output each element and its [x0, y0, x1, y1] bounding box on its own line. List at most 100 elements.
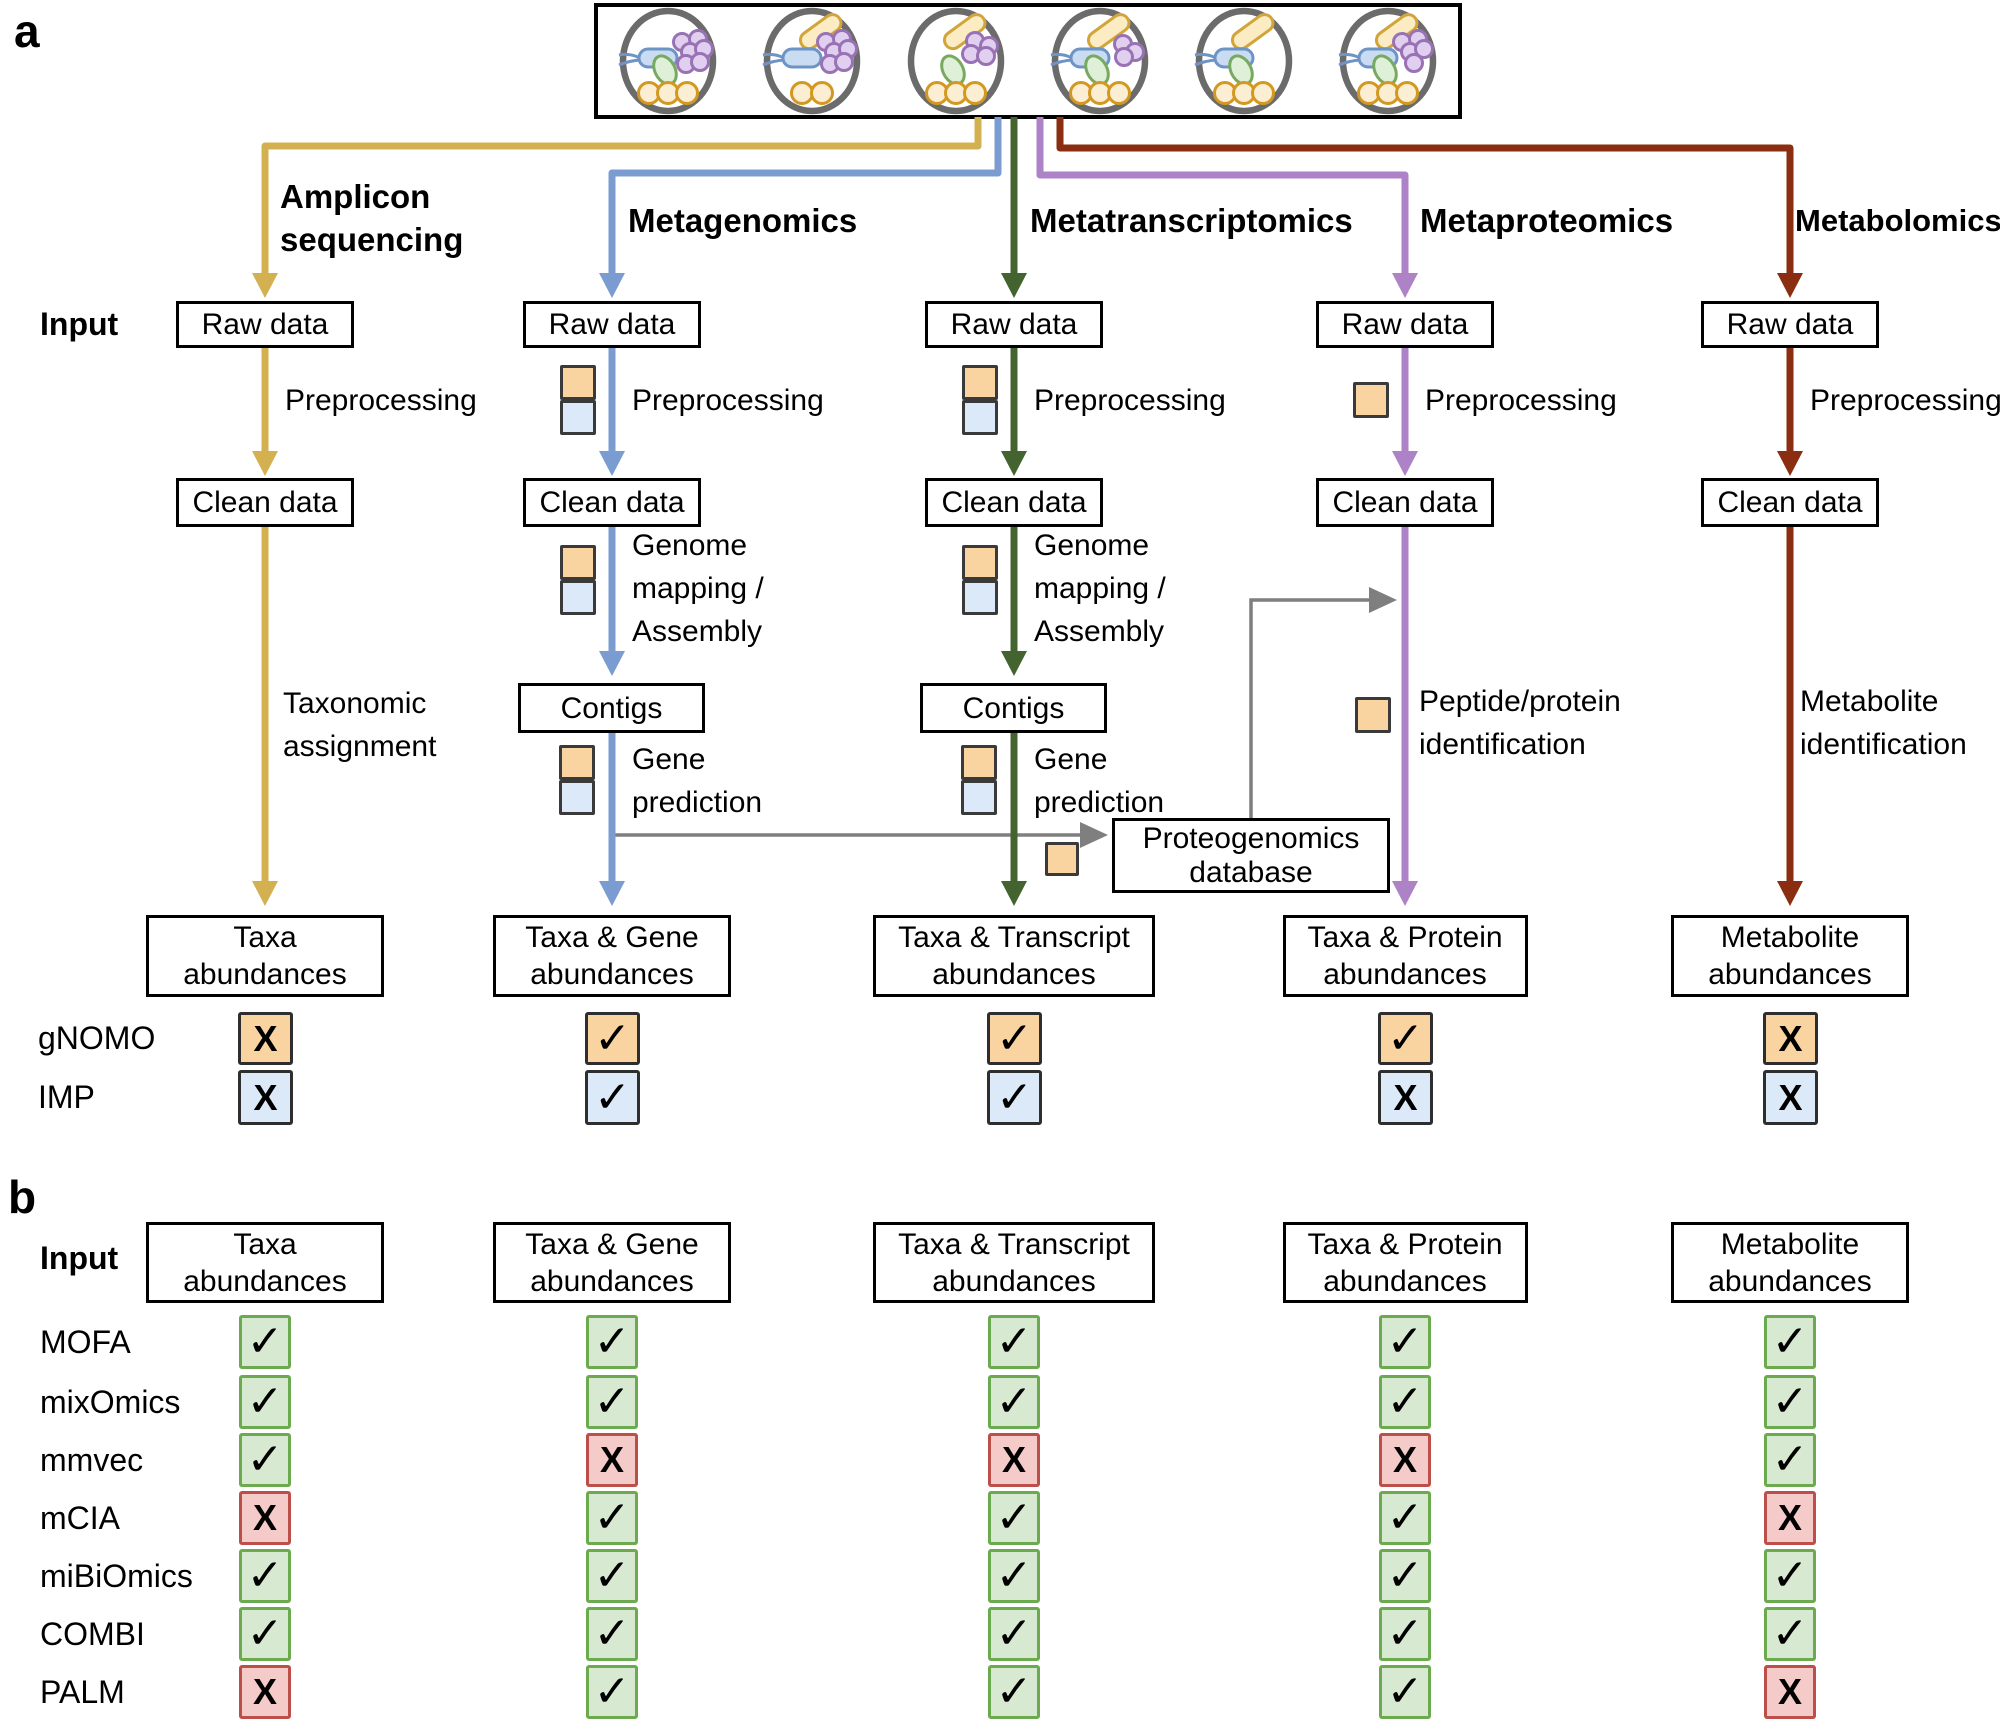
orange-cocci-icon: [963, 81, 987, 105]
yellow-rod-bacterium-icon: [1086, 13, 1131, 51]
result-abundance-box-text: Metabolite: [1720, 921, 1860, 954]
compat-matrix-cell: ✓: [586, 1549, 638, 1603]
result-abundance-box-text: abundances: [932, 958, 1096, 991]
raw-data-box: Raw data: [925, 301, 1103, 348]
result-abundance-box-text: Taxa & Protein: [1307, 921, 1503, 954]
arrowhead-icon: [1777, 881, 1803, 906]
raw-data-box-text: Raw data: [1726, 308, 1854, 341]
proteogenomics-to-metaproteomics-connector: [1249, 598, 1369, 818]
gnomo-step-marker: [961, 745, 997, 780]
workflow-name-0: Amplicon: [280, 178, 431, 215]
compat-matrix-cell: ✓: [1379, 1607, 1431, 1661]
analysis-step-label: identification: [1800, 728, 1967, 761]
compat-matrix-cell: ✓: [1764, 1549, 1816, 1603]
compat-matrix-cell: X: [988, 1433, 1040, 1487]
orange-cocci-icon: [1107, 81, 1131, 105]
imp-compat-box: X: [1378, 1070, 1433, 1125]
panel-a-input-label: Input: [40, 306, 119, 342]
compat-matrix-cell: ✓: [239, 1607, 291, 1661]
orange-cocci-icon: [790, 81, 814, 105]
check-mark: ✓: [246, 1434, 284, 1485]
panel-b-tool-label-mixomics: mixOmics: [40, 1384, 181, 1420]
purple-cocci-cluster-icon: [1404, 53, 1424, 73]
sample-community-box: [594, 3, 1462, 119]
gnomo-step-marker: [560, 545, 596, 580]
check-mark: ✓: [246, 1608, 284, 1659]
workflow-name-1: Metagenomics: [628, 202, 858, 239]
result-abundance-box: Metabolite abundances: [1671, 915, 1909, 997]
compat-matrix-cell: ✓: [1379, 1315, 1431, 1369]
x-mark: X: [599, 1439, 624, 1480]
x-mark: X: [1777, 1497, 1802, 1538]
check-mark: ✓: [594, 1012, 631, 1064]
raw-data-box: Raw data: [1701, 301, 1879, 348]
preprocessing-label: Preprocessing: [632, 384, 824, 417]
arrowhead-icon: [252, 273, 278, 298]
yellow-rod-bacterium-icon: [1230, 13, 1275, 51]
check-mark: ✓: [1771, 1434, 1809, 1485]
result-abundance-box: Taxa & Protein abundances: [1282, 915, 1528, 997]
clean-data-box: Clean data: [1316, 478, 1494, 527]
sample-to-workflow-route: [1036, 117, 1409, 278]
petri-dish-icon: [1338, 7, 1437, 115]
compat-matrix-cell: ✓: [988, 1315, 1040, 1369]
imp-compat-box: ✓: [987, 1070, 1042, 1125]
compat-matrix-cell: ✓: [1764, 1607, 1816, 1661]
result-abundance-box-text: Taxa & Transcript: [898, 921, 1130, 954]
gnomo-compat-box: ✓: [1378, 1012, 1433, 1065]
compat-matrix-cell: ✓: [988, 1549, 1040, 1603]
gene-prediction-label: Gene: [1034, 743, 1108, 776]
check-mark: ✓: [593, 1316, 631, 1367]
compat-matrix-cell: ✓: [1764, 1433, 1816, 1487]
panel-b-header-box-text: Metabolite: [1720, 1227, 1860, 1261]
orange-cocci-icon: [810, 81, 834, 105]
check-mark: ✓: [593, 1550, 631, 1601]
analysis-step-label: Genome: [1034, 529, 1150, 562]
gnomo-step-marker: [1355, 697, 1391, 733]
result-abundance-box-text: abundances: [1323, 958, 1487, 991]
compat-matrix-cell: ✓: [239, 1549, 291, 1603]
check-mark: ✓: [593, 1608, 631, 1659]
compat-matrix-cell: ✓: [1379, 1665, 1431, 1719]
panel-b-header-box-text: Taxa & Protein: [1307, 1227, 1503, 1261]
arrowhead-icon: [599, 651, 625, 676]
analysis-step-label: Peptide/protein: [1419, 685, 1621, 718]
panel-b-header-box-text: Taxa & Gene: [525, 1227, 699, 1261]
compat-matrix-cell: ✓: [586, 1375, 638, 1429]
gnomo-step-marker: [560, 365, 596, 400]
check-mark: ✓: [995, 1666, 1033, 1717]
gnomo-compat-box: ✓: [585, 1012, 640, 1065]
clean-data-box: Clean data: [176, 478, 354, 527]
imp-step-marker: [962, 400, 998, 435]
arrowhead-icon: [252, 451, 278, 476]
panel-b-tool-label-mcia: mCIA: [40, 1500, 120, 1536]
petri-dish-icon: [618, 7, 717, 115]
gnomo-compat-box: X: [1763, 1012, 1818, 1065]
analysis-step-label: Assembly: [632, 615, 763, 648]
check-mark: ✓: [995, 1316, 1033, 1367]
analysis-step-label: mapping /: [632, 572, 764, 605]
result-abundance-box-text: abundances: [1708, 958, 1872, 991]
check-mark: ✓: [593, 1492, 631, 1543]
check-mark: ✓: [1387, 1012, 1424, 1064]
orange-cocci-icon: [1395, 81, 1419, 105]
workflow-name-4: Metabolomics: [1795, 203, 2000, 238]
x-mark: X: [253, 1076, 278, 1118]
petri-dish-icon: [1050, 7, 1149, 115]
workflow-name-2: Metatranscriptomics: [1030, 202, 1353, 239]
result-abundance-box-text: Taxa & Gene: [525, 921, 699, 954]
gnomo-step-marker: [962, 545, 998, 580]
clean-data-box: Clean data: [1701, 478, 1879, 527]
check-mark: ✓: [1386, 1608, 1424, 1659]
gnomo-step-marker: [962, 365, 998, 400]
check-mark: ✓: [1771, 1376, 1809, 1427]
clean-data-box-text: Clean data: [539, 486, 685, 519]
analysis-step-label: identification: [1419, 728, 1586, 761]
compat-matrix-cell: X: [1379, 1433, 1431, 1487]
raw-data-box: Raw data: [176, 301, 354, 348]
